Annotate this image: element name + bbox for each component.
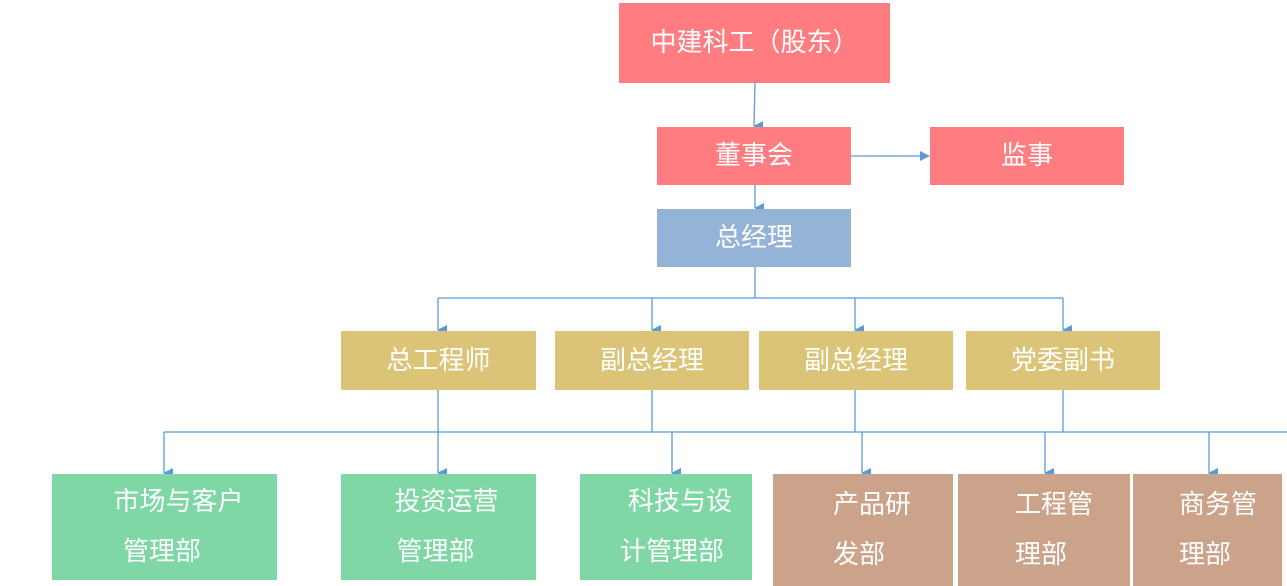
node-deputy-gm-1: 副总经理 — [555, 331, 749, 390]
node-chief-engineer-label: 总工程师 — [386, 345, 491, 376]
node-shareholder: 中建科工（股东） — [619, 3, 890, 83]
node-product-rd-dept: 产品研 发部 — [773, 474, 953, 586]
node-general-manager: 总经理 — [657, 209, 851, 267]
node-business-dept-line2: 理部 — [1179, 540, 1232, 570]
node-investment-dept: 投资运营 管理部 — [341, 474, 536, 580]
node-party-deputy-secretary: 党委副书 — [966, 331, 1160, 390]
node-tech-design-dept-line2: 计管理部 — [619, 537, 724, 567]
node-engineering-dept-line1: 工程管 — [1015, 490, 1094, 520]
node-market-dept-line1: 市场与客户 — [113, 487, 244, 517]
edge-shareholder-board — [753, 82, 764, 132]
node-chief-engineer: 总工程师 — [341, 331, 536, 390]
node-engineering-dept: 工程管 理部 — [958, 474, 1130, 586]
node-board: 董事会 — [657, 127, 851, 185]
node-product-rd-dept-line2: 发部 — [833, 540, 886, 570]
node-investment-dept-line2: 管理部 — [396, 537, 475, 567]
node-supervisor-label: 监事 — [1000, 141, 1053, 171]
node-deputy-gm-2: 副总经理 — [759, 331, 953, 390]
node-business-dept-line1: 商务管 — [1179, 490, 1258, 520]
node-deputy-gm-1-label: 副总经理 — [599, 345, 704, 376]
node-general-manager-label: 总经理 — [714, 223, 793, 253]
node-deputy-gm-2-label: 副总经理 — [803, 345, 908, 376]
node-board-label: 董事会 — [714, 141, 793, 171]
node-investment-dept-line1: 投资运营 — [394, 487, 499, 517]
node-market-dept: 市场与客户 管理部 — [52, 474, 277, 580]
node-business-dept: 商务管 理部 — [1133, 474, 1282, 586]
node-engineering-dept-line2: 理部 — [1015, 540, 1068, 570]
node-tech-design-dept-line1: 科技与设 — [627, 487, 732, 517]
node-market-dept-line2: 管理部 — [122, 537, 201, 567]
node-tech-design-dept: 科技与设 计管理部 — [580, 474, 752, 580]
node-shareholder-label: 中建科工（股东） — [650, 28, 859, 58]
node-party-deputy-secretary-label: 党委副书 — [1010, 345, 1115, 376]
node-product-rd-dept-line1: 产品研 — [833, 490, 912, 520]
node-supervisor: 监事 — [930, 127, 1124, 185]
